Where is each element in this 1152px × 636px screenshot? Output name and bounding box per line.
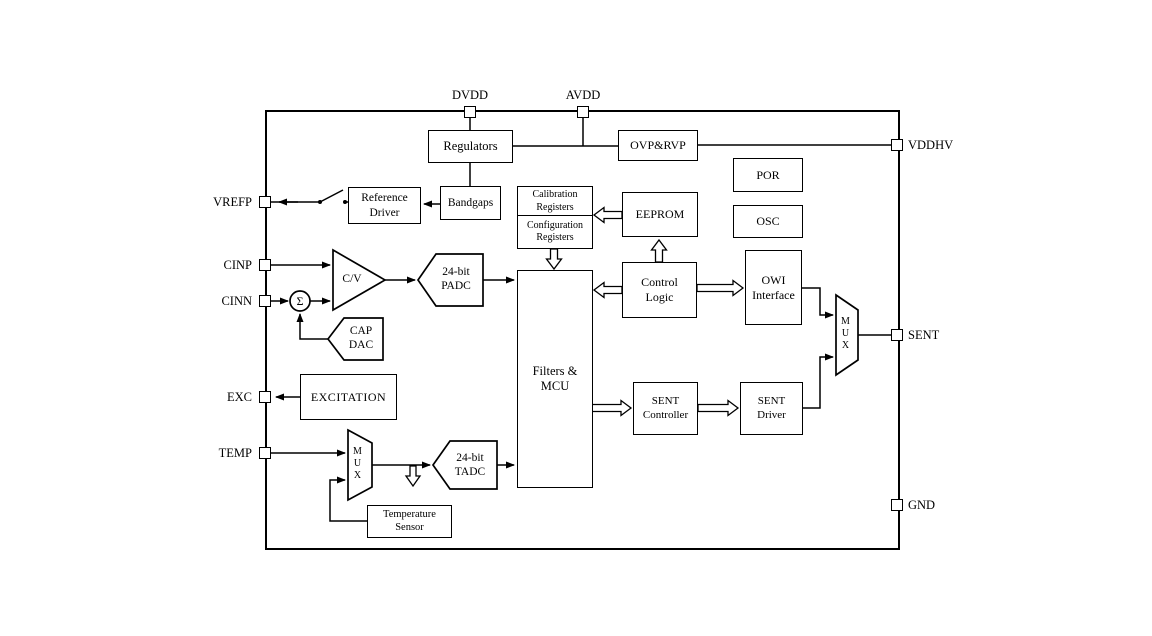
bus-registers-mcu bbox=[545, 248, 563, 271]
block-sent-driver: SENT Driver bbox=[740, 382, 803, 435]
pin-label-exc: EXC bbox=[227, 390, 252, 404]
block-temperature-sensor: Temperature Sensor bbox=[367, 505, 452, 538]
pin-label-dvdd: DVDD bbox=[451, 88, 489, 102]
block-reference-driver: Reference Driver bbox=[348, 187, 421, 224]
block-owi-interface: OWI Interface bbox=[745, 250, 802, 325]
sigma-node-shape bbox=[289, 290, 311, 312]
pin-cinn bbox=[259, 295, 271, 307]
pin-vrefp bbox=[259, 196, 271, 208]
switch-blade bbox=[319, 189, 344, 203]
switch-contact-left bbox=[318, 200, 322, 204]
block-filters-mcu: Filters & MCU bbox=[517, 270, 593, 488]
block-por: POR bbox=[733, 158, 803, 192]
block-eeprom: EEPROM bbox=[622, 192, 698, 237]
block-calibration-registers: Calibration Registers bbox=[517, 186, 593, 217]
pin-sent bbox=[891, 329, 903, 341]
pin-cinp bbox=[259, 259, 271, 271]
arrow-capdac-sigma bbox=[296, 313, 328, 340]
bus-eeprom-calreg bbox=[592, 206, 623, 224]
bus-controllogic-eeprom bbox=[650, 238, 668, 263]
bus-mcu-sentcontroller bbox=[591, 399, 633, 417]
pin-vddhv bbox=[891, 139, 903, 151]
bus-controllogic-mcu bbox=[592, 281, 623, 299]
bus-sentcontroller-sentdriver bbox=[697, 399, 740, 417]
pin-label-gnd: GND bbox=[908, 498, 936, 512]
pin-label-vddhv: VDDHV bbox=[908, 138, 954, 152]
padc-shape bbox=[416, 253, 484, 307]
pin-label-cinn: CINN bbox=[221, 294, 252, 308]
pin-dvdd bbox=[464, 106, 476, 118]
pin-label-avdd: AVDD bbox=[565, 88, 601, 102]
pin-gnd bbox=[891, 499, 903, 511]
pin-label-temp: TEMP bbox=[218, 446, 252, 460]
bus-controllogic-owi bbox=[696, 279, 745, 297]
pin-avdd bbox=[577, 106, 589, 118]
bus-tadc-reference-down bbox=[404, 465, 422, 488]
block-sent-controller: SENT Controller bbox=[633, 382, 698, 435]
cv-amplifier-shape bbox=[332, 248, 387, 312]
block-bandgaps: Bandgaps bbox=[440, 186, 501, 220]
block-excitation: EXCITATION bbox=[300, 374, 397, 420]
switch-contact-right bbox=[343, 200, 347, 204]
tadc-shape bbox=[431, 440, 498, 490]
arrow-sentdriver-mux bbox=[803, 353, 834, 409]
arrow-owi-mux bbox=[802, 287, 834, 319]
block-configuration-registers: Configuration Registers bbox=[517, 215, 593, 249]
block-regulators: Regulators bbox=[428, 130, 513, 163]
pin-label-sent: SENT bbox=[908, 328, 940, 342]
arrow-tempsensor-mux bbox=[329, 476, 367, 522]
capdac-shape bbox=[326, 317, 384, 361]
mux-right-shape bbox=[835, 293, 859, 377]
block-control-logic: Control Logic bbox=[622, 262, 697, 318]
pin-label-vrefp: VREFP bbox=[213, 195, 252, 209]
pin-temp bbox=[259, 447, 271, 459]
block-ovp-rvp: OVP&RVP bbox=[618, 130, 698, 161]
mux-left-shape bbox=[347, 428, 373, 502]
pin-label-cinp: CINP bbox=[223, 258, 252, 272]
block-osc: OSC bbox=[733, 205, 803, 238]
pin-exc bbox=[259, 391, 271, 403]
